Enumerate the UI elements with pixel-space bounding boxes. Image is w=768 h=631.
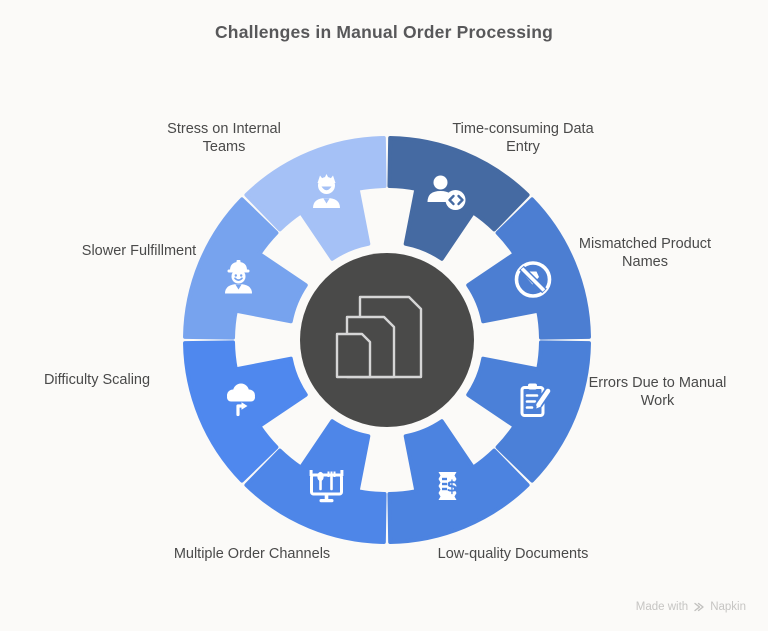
svg-text:$: $ (446, 477, 457, 496)
nested-documents-icon (335, 295, 423, 379)
page-title: Challenges in Manual Order Processing (214, 22, 554, 42)
brand-text: Napkin (710, 601, 746, 613)
segment-label-difficulty-scaling: Difficulty Scaling (43, 372, 151, 388)
segment-label-errors-due-to-manual-work: Errors Due to Manual Work (588, 375, 727, 409)
segment-label-stress-on-internal-teams: Stress on Internal Teams (167, 121, 281, 155)
cloud-arrow-icon (227, 383, 255, 417)
segment-multiple-order-channels (244, 419, 387, 544)
segment-label-slower-fulfillment: Slower Fulfillment (81, 243, 197, 259)
worker-icon (225, 260, 252, 294)
segment-label-time-consuming-data-entry: Time-consuming Data Entry (452, 121, 594, 155)
segment-difficulty-scaling (183, 340, 308, 483)
segment-low-quality-documents (387, 419, 530, 544)
stressed-person-icon (313, 174, 340, 208)
segment-label-low-quality-documents: Low-quality Documents (437, 546, 589, 562)
made-with-text: Made with (635, 601, 689, 613)
monitor-cutlery-icon (309, 470, 344, 503)
center-hub (300, 253, 474, 427)
segment-stress-on-internal-teams (244, 136, 387, 261)
napkin-logo-icon (694, 602, 704, 612)
segment-mismatched-product-names (466, 197, 591, 340)
clipboard-pencil-icon (520, 383, 552, 417)
segment-label-multiple-order-channels: Multiple Order Channels (173, 546, 331, 562)
no-tag-icon (514, 261, 552, 298)
segment-errors-due-to-manual-work (466, 340, 591, 483)
receipt-dollar-icon: $ (438, 472, 458, 500)
segment-label-mismatched-product-names: Mismatched Product Names (578, 236, 712, 270)
made-with-napkin-watermark: Made with Napkin (636, 601, 746, 613)
person-code-icon (427, 175, 466, 210)
